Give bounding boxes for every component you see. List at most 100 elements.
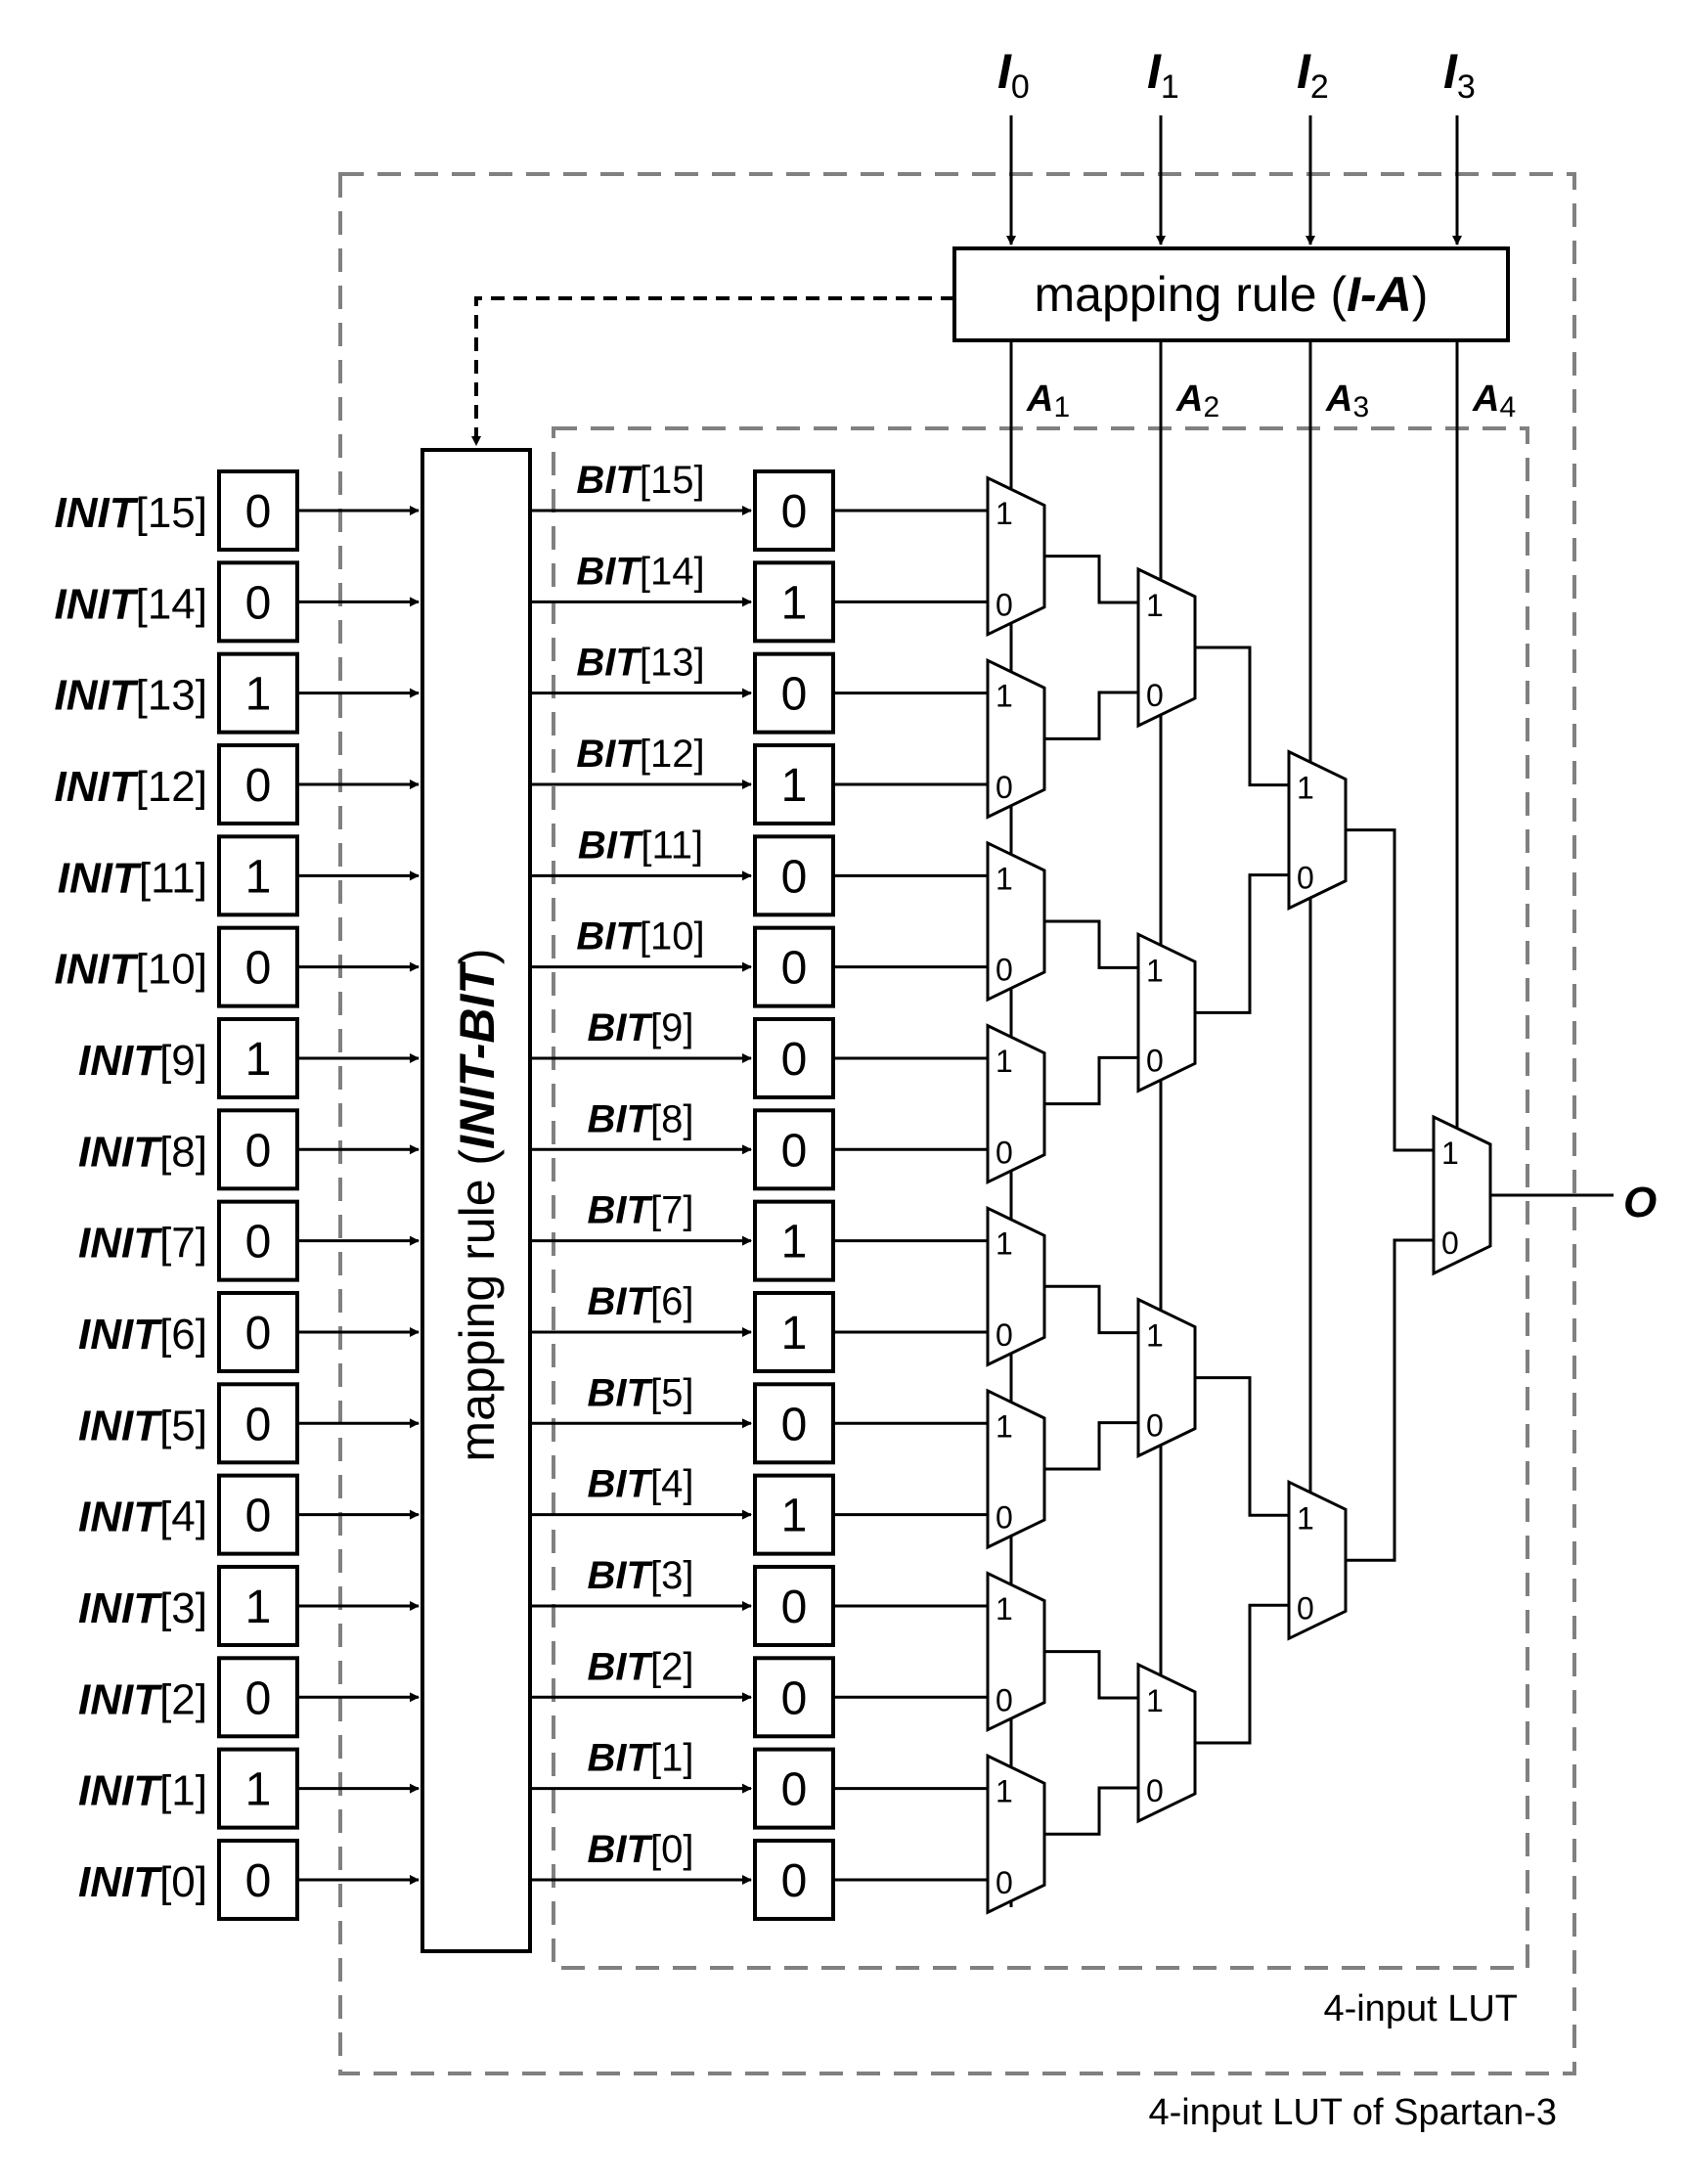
bit-label: BIT[7] — [588, 1189, 694, 1232]
bit-label: BIT[9] — [588, 1006, 694, 1049]
init-label: INIT[0] — [78, 1858, 207, 1906]
init-label: INIT[6] — [78, 1311, 207, 1359]
init-register — [217, 1382, 299, 1465]
bit-value: 1 — [781, 1217, 808, 1269]
init-value: 0 — [245, 1308, 272, 1359]
mux-input-label: 0 — [1441, 1226, 1459, 1261]
bit-value: 0 — [781, 486, 808, 538]
bit-value: 0 — [781, 1672, 808, 1724]
init-label: INIT[13] — [55, 672, 208, 720]
bit-label: BIT[15] — [576, 459, 704, 502]
bit-label: BIT[10] — [576, 915, 704, 958]
mux-input-label: 0 — [1297, 861, 1314, 896]
init-label: INIT[2] — [78, 1675, 207, 1723]
input-label: I1 — [1147, 44, 1179, 106]
mux — [1432, 1114, 1492, 1276]
bit-label: BIT[5] — [588, 1371, 694, 1414]
mux-link-wire — [1346, 828, 1434, 1152]
bit-value: 0 — [781, 1582, 808, 1633]
init-value: 0 — [245, 1217, 272, 1269]
mux-input-label: 0 — [996, 953, 1013, 988]
input-label: I3 — [1443, 44, 1476, 106]
bit-register — [753, 1747, 835, 1830]
address-label: A1 — [1026, 379, 1070, 423]
init-label: INIT[15] — [55, 489, 208, 537]
mux-input-label: 0 — [1146, 1408, 1164, 1444]
mux-input-label: 1 — [1146, 1683, 1164, 1718]
mapping-rule-ia-box — [952, 246, 1510, 342]
mux — [986, 840, 1046, 1003]
address-label: A4 — [1472, 379, 1516, 423]
init-register — [217, 925, 299, 1008]
bit-label: BIT[2] — [588, 1645, 694, 1688]
bit-register — [753, 925, 835, 1008]
inner-lut-label: 4-input LUT — [1323, 1988, 1518, 2029]
bit-value: 0 — [781, 851, 808, 903]
init-value: 1 — [245, 1034, 272, 1086]
mux-input-label: 1 — [996, 679, 1013, 714]
init-value: 0 — [245, 943, 272, 995]
mux-input-label: 1 — [996, 1408, 1013, 1444]
init-value: 1 — [245, 1582, 272, 1633]
mux-link-wire — [1044, 1284, 1138, 1335]
init-label: INIT[7] — [78, 1220, 207, 1268]
init-value: 1 — [245, 669, 272, 721]
init-label: INIT[3] — [78, 1584, 207, 1632]
init-register — [217, 1747, 299, 1830]
mux-link-wire — [1195, 873, 1289, 1014]
bit-value: 1 — [781, 1308, 808, 1359]
bit-label: BIT[3] — [588, 1554, 694, 1597]
bit-register — [753, 651, 835, 735]
mux-input-label: 1 — [996, 1774, 1013, 1809]
mux-input-label: 1 — [996, 1044, 1013, 1079]
mux-input-label: 1 — [996, 1226, 1013, 1262]
bit-value: 0 — [781, 1034, 808, 1086]
mapping-control-link — [471, 296, 954, 446]
mux — [1136, 1297, 1197, 1459]
init-label: INIT[8] — [78, 1128, 207, 1176]
bit-value: 0 — [781, 669, 808, 721]
bit-register — [753, 1838, 835, 1921]
mux-input-label: 1 — [996, 1591, 1013, 1627]
init-register — [217, 469, 299, 552]
init-register — [217, 651, 299, 735]
init-label: INIT[12] — [55, 763, 208, 811]
mux-input-label: 0 — [996, 1135, 1013, 1170]
mux-input-label: 0 — [996, 1317, 1013, 1353]
bit-register — [753, 1382, 835, 1465]
init-label: INIT[5] — [78, 1402, 207, 1449]
mux — [1136, 566, 1197, 729]
init-value: 0 — [245, 1672, 272, 1724]
mux — [986, 1205, 1046, 1367]
init-register — [217, 1108, 299, 1191]
address-label: A2 — [1175, 379, 1219, 423]
bit-value: 0 — [781, 1764, 808, 1816]
mapping-rule-init-bit-label: mapping rule (INIT-BIT) — [450, 948, 505, 1461]
bit-label: BIT[13] — [576, 642, 704, 685]
inner-lut-boundary — [552, 426, 1529, 1970]
mux-input-label: 1 — [1146, 953, 1164, 988]
bit-register — [753, 469, 835, 552]
mux-link-wire — [1044, 691, 1138, 740]
bit-label: BIT[14] — [576, 550, 704, 593]
init-register — [217, 834, 299, 917]
mux-input-label: 0 — [1146, 1773, 1164, 1808]
mux-link-wire — [1044, 1421, 1138, 1471]
mux-link-wire — [1044, 1786, 1138, 1836]
mux-input-label: 1 — [1297, 1500, 1314, 1536]
init-label: INIT[10] — [55, 946, 208, 994]
init-label: INIT[4] — [78, 1493, 207, 1541]
bit-value: 1 — [781, 1491, 808, 1542]
input-label: I2 — [1297, 44, 1329, 106]
bit-label: BIT[12] — [576, 733, 704, 776]
bit-register — [753, 1473, 835, 1556]
mux — [986, 1023, 1046, 1185]
bit-label: BIT[11] — [578, 824, 703, 867]
bit-value: 0 — [781, 943, 808, 995]
mux-link-wire — [1195, 646, 1289, 787]
mux-input-label: 1 — [1146, 1318, 1164, 1354]
mux-input-label: 0 — [996, 587, 1013, 622]
init-value: 0 — [245, 486, 272, 538]
bit-value: 1 — [781, 577, 808, 629]
